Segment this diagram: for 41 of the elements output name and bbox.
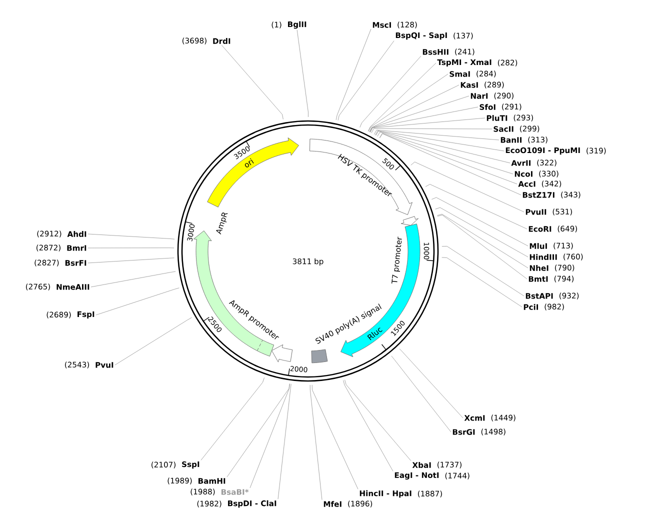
leader-line (371, 128, 492, 134)
leader-line (369, 96, 470, 132)
leader-line (370, 118, 486, 133)
leader-line (344, 380, 412, 462)
leader-line (96, 288, 180, 316)
leader-line (376, 130, 510, 164)
leader-line (431, 197, 528, 246)
leader-line (296, 30, 308, 118)
leader-line (312, 384, 358, 490)
leader-line (435, 207, 528, 258)
leader-line (226, 383, 290, 478)
leader-line (336, 28, 372, 120)
leader-line (410, 162, 524, 212)
leader-line (90, 271, 176, 288)
leader-line (278, 384, 292, 500)
leader-line (442, 246, 524, 296)
leader-line (425, 184, 528, 230)
leader-line (369, 84, 460, 132)
leader-line (377, 132, 514, 174)
leader-line (379, 133, 518, 184)
leader-line (368, 62, 436, 132)
leader-line (442, 257, 522, 308)
leader-line (221, 44, 284, 120)
leader-line (380, 133, 522, 196)
leader-line (310, 384, 322, 500)
leader-line (391, 356, 452, 432)
leader-line (343, 380, 394, 472)
leader-line (437, 214, 528, 280)
leader-line (368, 74, 448, 132)
leader-line (436, 214, 528, 268)
leader-line (114, 317, 192, 366)
leader-line (250, 384, 290, 488)
leader-line (88, 234, 175, 240)
leader-line (338, 40, 394, 121)
leader-line (360, 56, 422, 128)
leader-line (399, 348, 464, 418)
leader-line (370, 106, 478, 132)
leader-line (374, 130, 500, 140)
leader-line (88, 258, 174, 264)
leader-line (375, 130, 504, 152)
leader-line (200, 377, 265, 460)
